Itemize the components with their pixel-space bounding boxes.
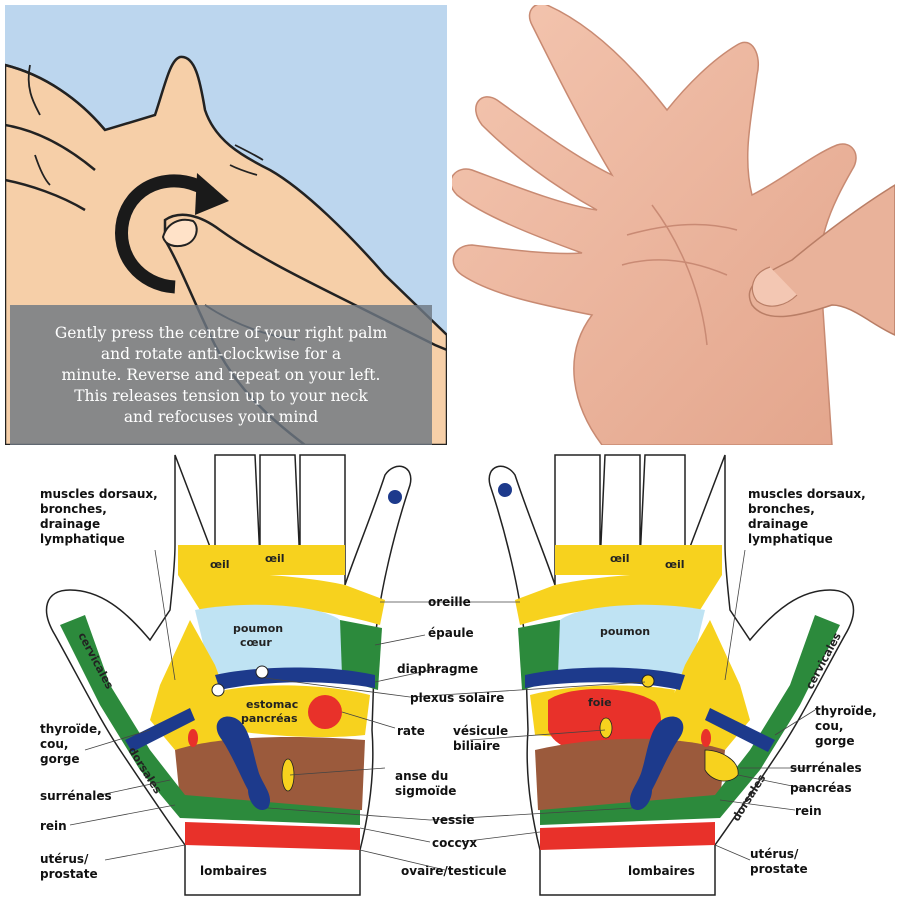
right-zone-foie: foie <box>588 696 612 709</box>
label-surrenales-left: surrénales <box>40 789 112 803</box>
label-oreille: oreille <box>428 595 471 609</box>
thumbnail <box>161 218 198 248</box>
reflexology-map-panel: œil œil poumon cœur estomac pancréas cer… <box>0 450 900 900</box>
left-plexus-dot <box>255 665 269 679</box>
label-muscles-left-2: bronches, <box>40 502 107 516</box>
caption-line: and refocuses your mind <box>123 407 319 426</box>
left-intestine-zone <box>175 737 365 813</box>
caption-line: minute. Reverse and repeat on your left. <box>61 365 381 384</box>
label-diaphragme: diaphragme <box>397 662 478 676</box>
right-intestine-zone <box>535 738 725 813</box>
label-uterus-left-1: utérus/ <box>40 852 89 866</box>
label-pancreas-right: pancréas <box>790 781 852 795</box>
right-lung-zone <box>555 604 705 681</box>
massage-illustration-panel: Gently press the centre of your right pa… <box>5 5 447 445</box>
label-coccyx: coccyx <box>432 836 477 850</box>
right-plexus-dot <box>641 674 655 688</box>
left-zone-poumon: poumon <box>233 622 283 635</box>
label-muscles-left-1: muscles dorsaux, <box>40 487 158 501</box>
label-uterus-right-2: prostate <box>750 862 808 876</box>
arrow-head-icon <box>195 173 229 215</box>
left-hand: œil œil poumon cœur estomac pancréas cer… <box>45 454 412 896</box>
left-thyroid-bar <box>125 708 195 752</box>
leader-lines <box>69 549 816 871</box>
label-rein-left: rein <box>40 819 67 833</box>
right-ear-zone <box>515 573 722 625</box>
left-adrenal-dot <box>188 729 198 747</box>
instruction-caption-box: Gently press the centre of your right pa… <box>10 305 432 445</box>
left-diaphragm-band <box>215 667 375 690</box>
label-uterus-left-2: prostate <box>40 867 98 881</box>
label-muscles-left-4: lymphatique <box>40 532 125 546</box>
label-rate: rate <box>397 724 425 738</box>
left-lumbar-zone <box>185 822 360 850</box>
left-zone-coeur: cœur <box>240 636 272 649</box>
label-thyroide-left-2: cou, <box>40 737 68 751</box>
reflexology-diagram: œil œil poumon cœur estomac pancréas cer… <box>40 454 877 896</box>
hand-photo <box>452 5 895 445</box>
finger-line <box>5 123 96 171</box>
right-finger-dot <box>498 483 512 497</box>
right-adrenal-dot <box>701 729 711 747</box>
label-vessie: vessie <box>432 813 475 827</box>
right-pancreas-shape <box>704 749 739 782</box>
open-palm <box>452 5 857 445</box>
finger-line <box>5 178 86 212</box>
left-zone-pancreas: pancréas <box>241 712 298 725</box>
instruction-caption: Gently press the centre of your right pa… <box>55 323 387 428</box>
right-kidney-shape <box>629 716 684 810</box>
left-ear-zone <box>178 573 385 625</box>
label-anse-1: anse du <box>395 769 448 783</box>
right-eye-zone <box>555 545 722 575</box>
right-zone-oeil-1: œil <box>610 552 630 565</box>
label-muscles-left-3: drainage <box>40 517 100 531</box>
right-spine-band <box>540 615 840 825</box>
left-zone-oeil-1: œil <box>210 558 230 571</box>
right-zone-lombaires: lombaires <box>628 864 695 878</box>
left-zone-lombaires: lombaires <box>200 864 267 878</box>
left-thyroid-zone <box>150 620 230 750</box>
label-thyroide-left-1: thyroïde, <box>40 722 102 736</box>
right-gallbladder-dot <box>599 717 613 739</box>
label-plexus-solaire: plexus solaire <box>410 691 504 705</box>
label-muscles-right-4: lymphatique <box>748 532 833 546</box>
label-surrenales-right: surrénales <box>790 761 862 775</box>
caption-line: and rotate anti-clockwise for a <box>100 344 342 363</box>
label-thyroide-right-1: thyroïde, <box>815 704 877 718</box>
label-epaule: épaule <box>428 626 474 640</box>
massage-photo-panel <box>452 5 895 445</box>
right-thyroid-bar <box>705 708 775 752</box>
left-plexus-dot <box>211 683 225 697</box>
label-muscles-right-3: drainage <box>748 517 808 531</box>
label-uterus-right-1: utérus/ <box>750 847 799 861</box>
right-hand: œil œil poumon foie cervicales dorsales … <box>488 454 855 896</box>
right-lumbar-zone <box>540 822 715 850</box>
label-thyroide-left-3: gorge <box>40 752 79 766</box>
caption-line: Gently press the centre of your right pa… <box>54 323 388 342</box>
label-muscles-right-1: muscles dorsaux, <box>748 487 866 501</box>
right-zone-oeil-2: œil <box>665 558 685 571</box>
left-lung-zone <box>195 604 345 681</box>
left-kidney-shape <box>216 716 271 810</box>
left-eye-zone <box>178 545 345 575</box>
label-thyroide-right-2: cou, <box>815 719 843 733</box>
left-spine-band <box>60 615 360 825</box>
label-vesicule-1: vésicule <box>453 724 508 738</box>
rotation-arrow-icon <box>115 174 214 294</box>
label-rein-right: rein <box>795 804 822 818</box>
left-zone-oeil-2: œil <box>265 552 285 565</box>
label-anse-2: sigmoïde <box>395 784 456 798</box>
label-thyroide-right-3: gorge <box>815 734 854 748</box>
label-ovaire-testicule: ovaire/testicule <box>401 864 507 878</box>
left-zone-estomac: estomac <box>246 698 298 711</box>
right-thyroid-zone <box>670 620 750 750</box>
left-spleen-dot <box>308 695 342 729</box>
label-muscles-right-2: bronches, <box>748 502 815 516</box>
left-finger-dot <box>388 490 402 504</box>
label-vesicule-2: biliaire <box>453 739 500 753</box>
right-zone-poumon: poumon <box>600 625 650 638</box>
caption-line: This releases tension up to your neck <box>74 386 368 405</box>
